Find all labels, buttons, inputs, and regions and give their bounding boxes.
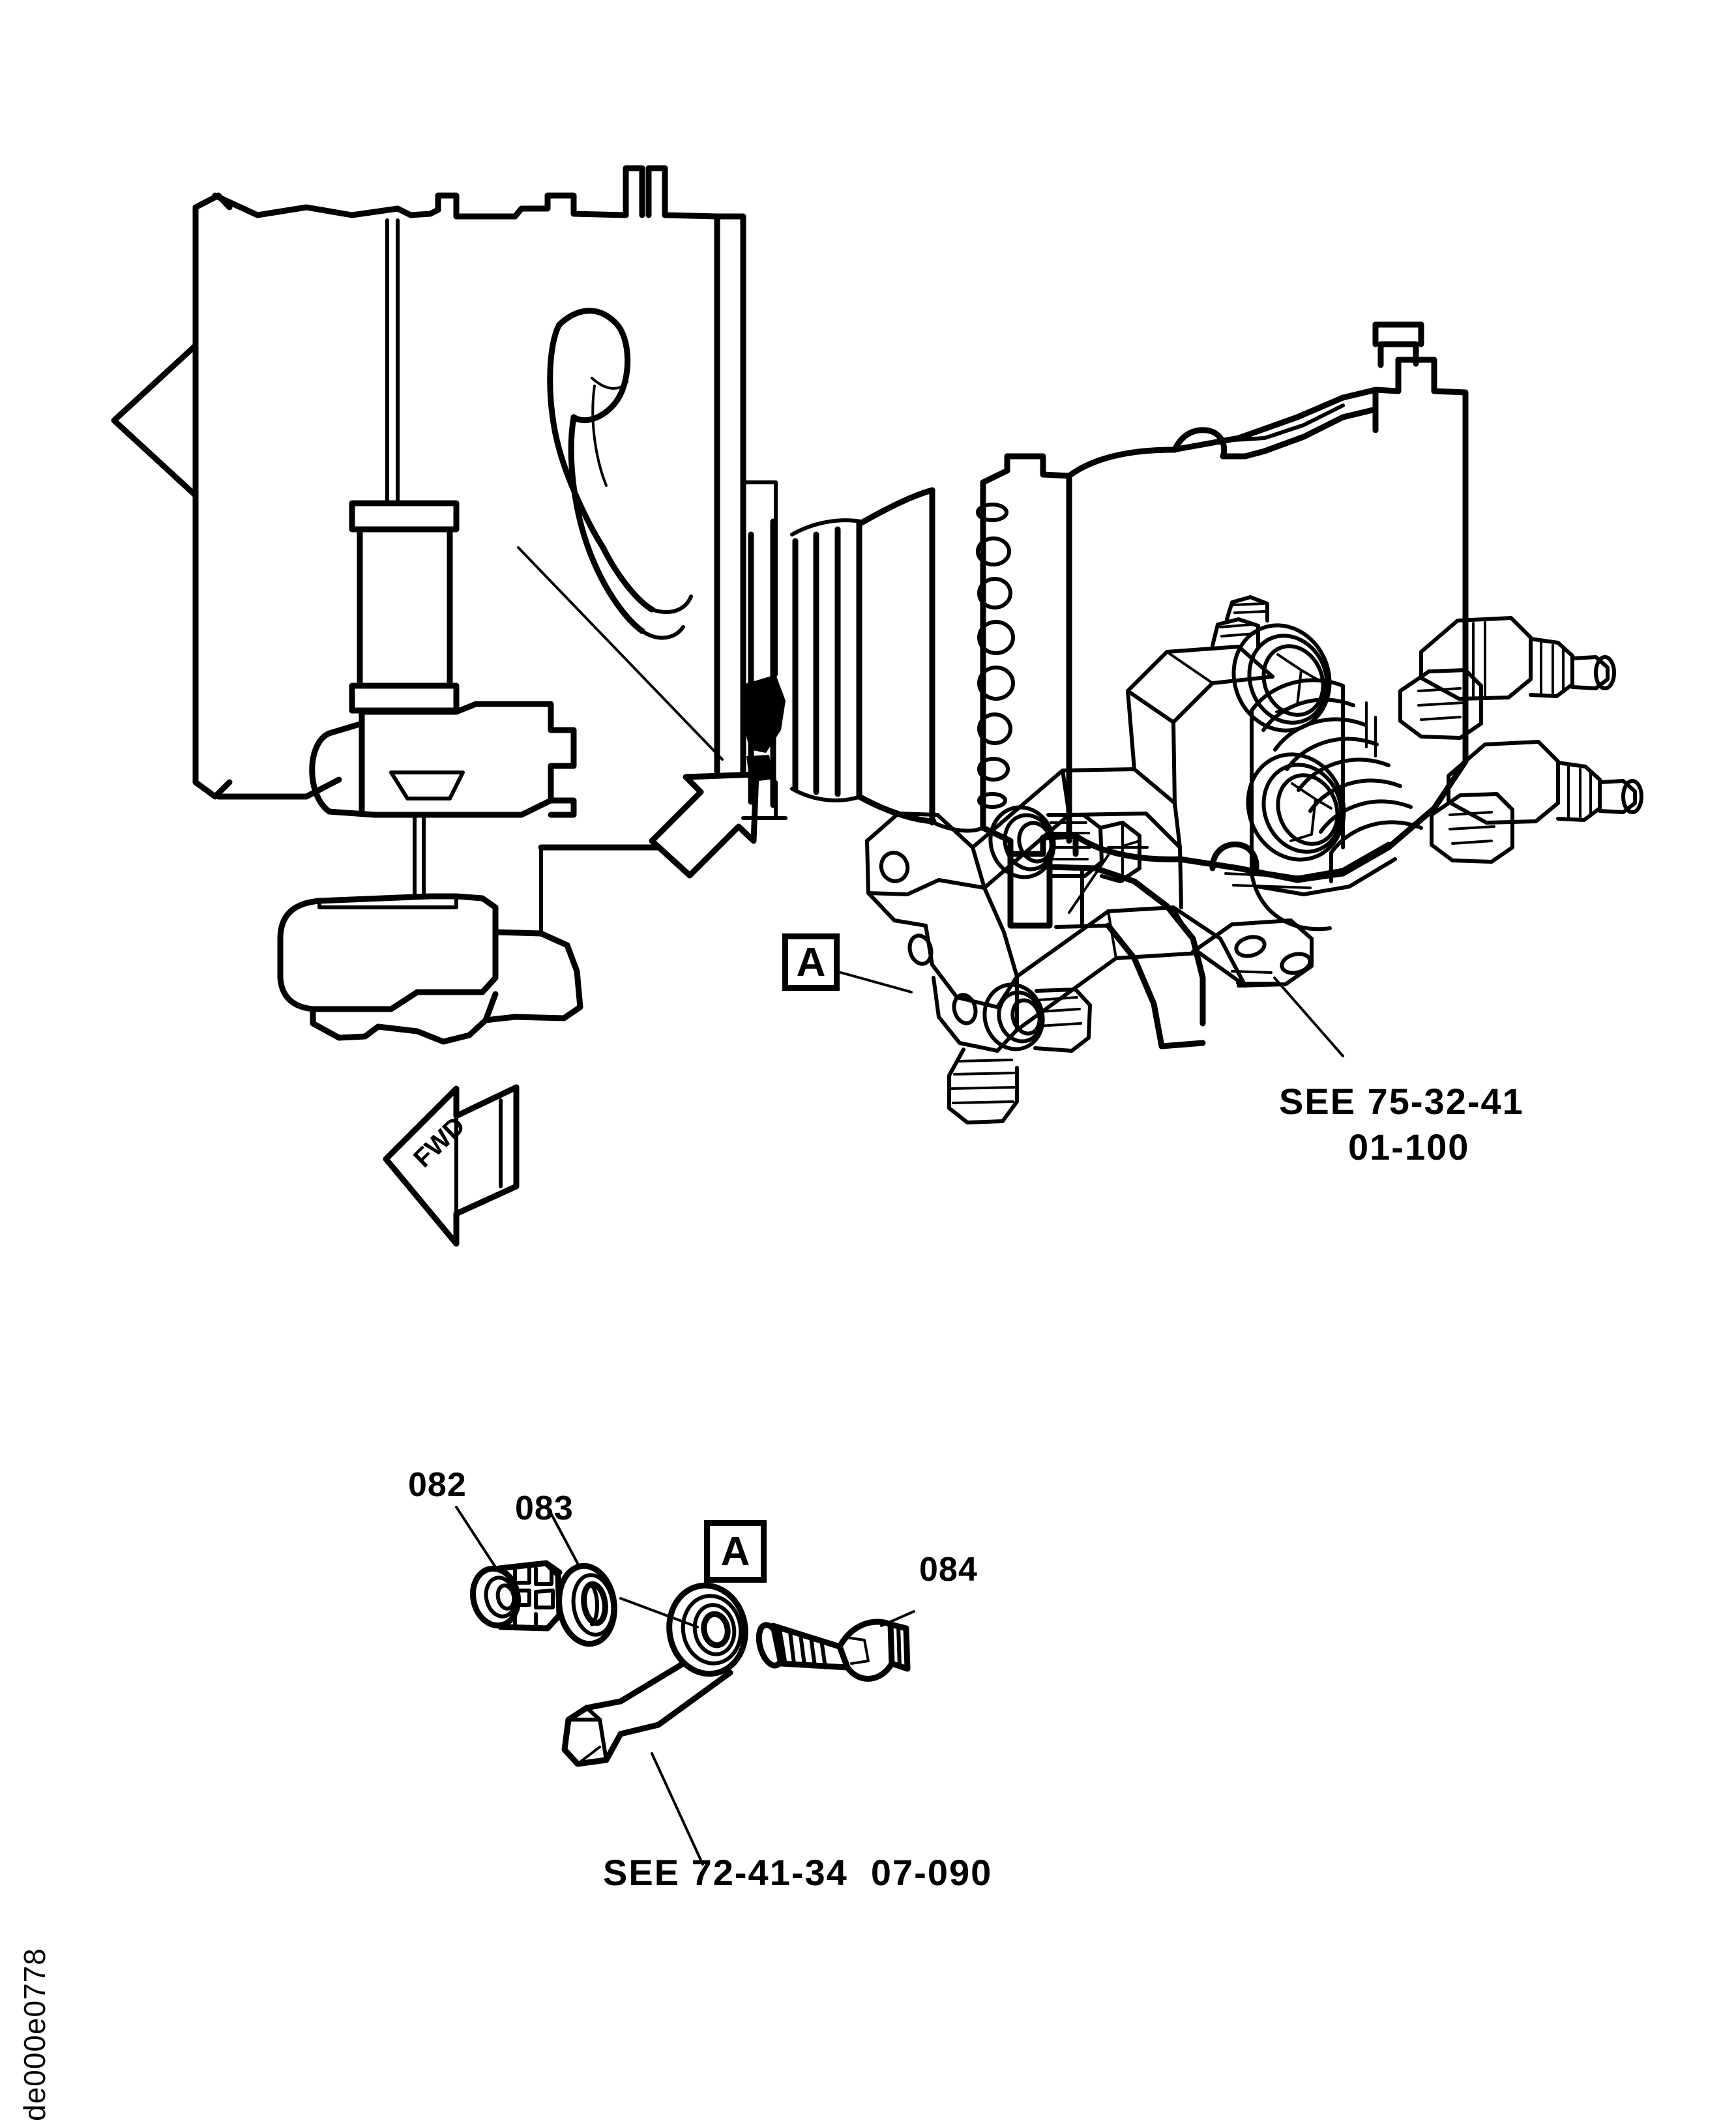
reference-valve-assembly-line2: 01-100 [1348, 1126, 1470, 1167]
valve-leader-lines [840, 854, 1344, 1057]
lower-accessory-unit [277, 821, 720, 1045]
reference-valve-assembly-line1: SEE 75-32-41 [1279, 1081, 1524, 1122]
part-084-bolt [756, 1619, 911, 1682]
fwd-arrow-symbol [383, 1084, 520, 1247]
valve-body [971, 617, 1274, 1032]
accessory-gearbox [309, 701, 577, 896]
detail-marker-a-upper: A [782, 933, 840, 991]
engine-overview-group [111, 165, 1469, 1049]
valve-connector-lower [1430, 792, 1514, 864]
valve-round-boss-upper [1231, 623, 1332, 733]
reference-lug-assembly: SEE 72-41-34 07-090 [603, 1852, 993, 1893]
valve-mount-flange [865, 812, 1019, 1053]
engine-turbine-section [1066, 321, 1469, 896]
callout-082: 082 [408, 1466, 467, 1504]
valve-round-boss-lower [1246, 752, 1346, 862]
engine-core [976, 453, 1079, 857]
valve-port-fitting-upper [988, 805, 1141, 883]
engine-spinner [111, 342, 199, 499]
valve-port-fitting-lower [947, 982, 1092, 1124]
part-083-washer [556, 1562, 617, 1647]
engine-strut [547, 308, 693, 640]
engine-bellows-duct [748, 487, 985, 833]
callout-084: 084 [919, 1551, 978, 1589]
lug-link-assembly [561, 1582, 748, 1767]
figure-id: de000e0778 [18, 1948, 51, 2121]
valve-assembly-group [865, 595, 1643, 1124]
accessory-drive [349, 218, 460, 714]
valve-connector-upper [1398, 668, 1483, 740]
valve-outlet-upper [1419, 616, 1616, 701]
exploded-hardware-group [455, 1506, 915, 1866]
valve-small-nub [1225, 595, 1269, 623]
location-pointer-arrow [649, 771, 759, 879]
detail-marker-a-lower: A [704, 1520, 767, 1583]
valve-bracket-bolts [1191, 918, 1314, 988]
valve-outlet-lower [1447, 740, 1643, 825]
callout-083: 083 [515, 1489, 574, 1527]
part-082-nut [470, 1560, 563, 1632]
exploded-leader-lines [455, 1506, 915, 1866]
